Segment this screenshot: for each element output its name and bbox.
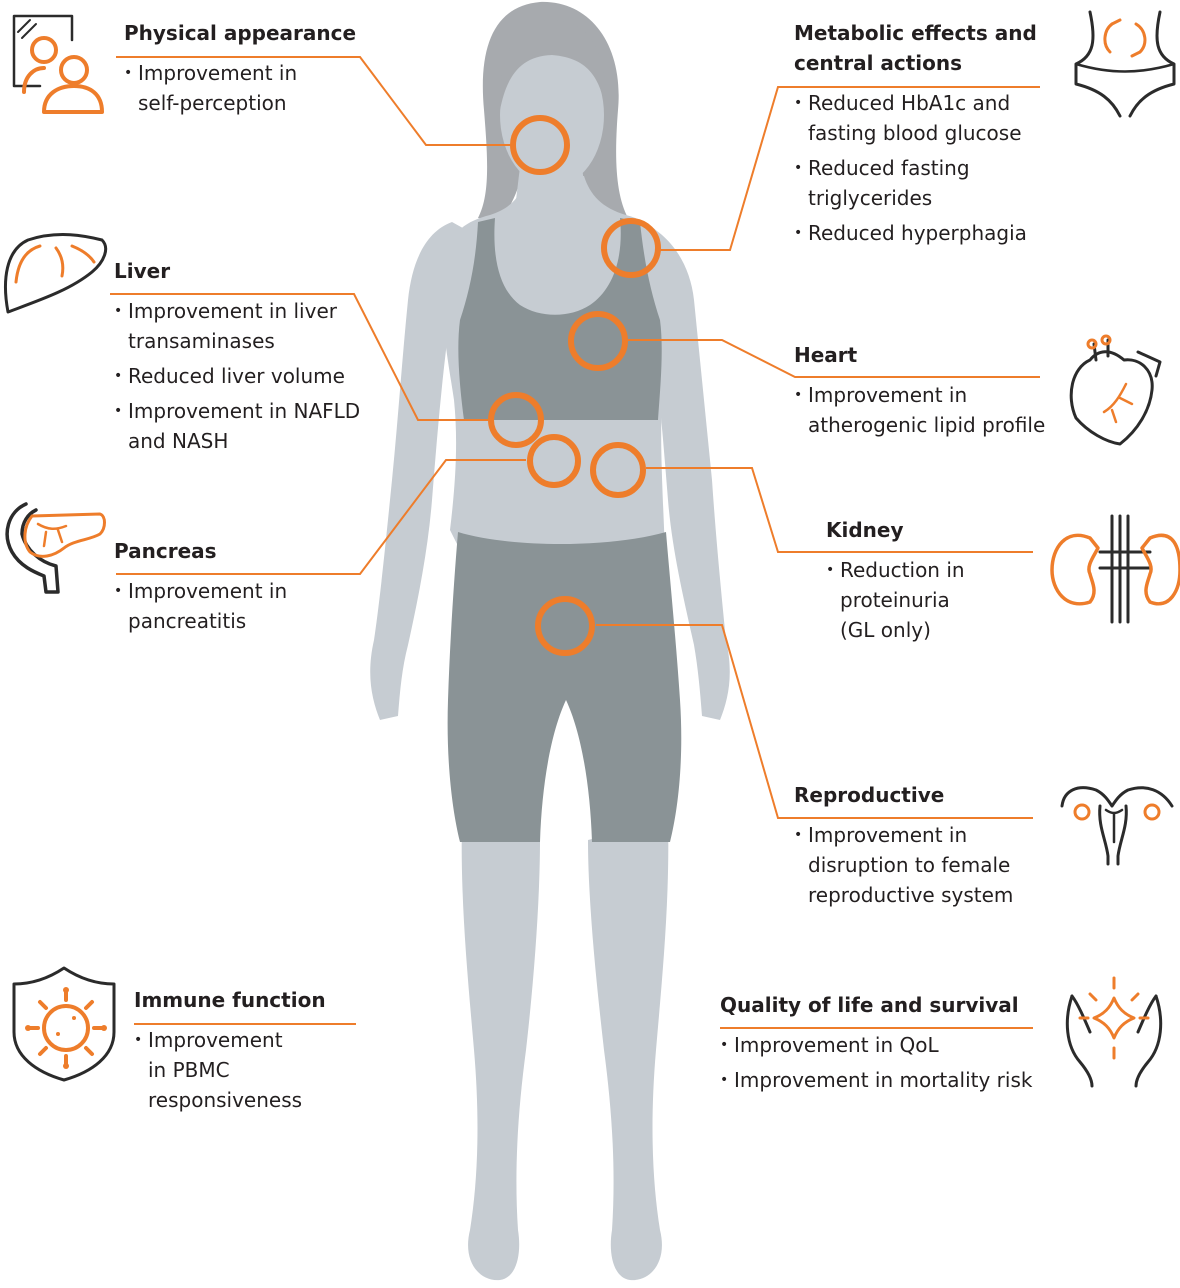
bullet-item: Improvement in QoL (720, 1030, 1032, 1060)
leader-line-metabolic (660, 86, 1040, 251)
body-silhouette (370, 1, 730, 1281)
panel-metabolic: Metabolic effects and central actions Re… (794, 18, 1037, 253)
leader-line-liver (110, 293, 488, 421)
leader-line-heart (628, 339, 1040, 378)
panel-title: Kidney (826, 518, 904, 542)
sports-top (458, 218, 662, 420)
panel-title: Reproductive (794, 783, 945, 807)
bullet-list: Improvement in atherogenic lipid profile (794, 380, 1045, 440)
ring-liver (488, 392, 544, 448)
panel-heart: Heart Improvement in atherogenic lipid p… (794, 340, 1045, 445)
bullet-list: Improvement in PBMC responsiveness (134, 1025, 326, 1115)
bullet-item: Improvement in PBMC responsiveness (134, 1025, 326, 1115)
ring-face (510, 115, 570, 175)
panel-title: Liver (114, 259, 171, 283)
target-rings (488, 115, 661, 656)
leader-lines (110, 56, 1040, 1029)
bullet-item: Improvement in pancreatitis (114, 576, 287, 636)
bullet-list: Improvement in disruption to female repr… (794, 820, 1013, 910)
leader-line-kidney (646, 467, 1033, 553)
bullet-item: Reduced liver volume (114, 361, 360, 391)
liver-icon (4, 233, 108, 314)
panel-kidney: Kidney Reduction in proteinuria (GL only… (826, 515, 965, 650)
bullet-item: Improvement in liver transaminases (114, 296, 360, 356)
bullet-item: Reduced HbA1c and fasting blood glucose (794, 88, 1037, 148)
panel-title: Quality of life and survival (720, 993, 1019, 1017)
bullet-item: Reduced hyperphagia (794, 218, 1037, 248)
panel-title: Physical appearance (124, 21, 357, 45)
panel-title: Metabolic effects and central actions (794, 21, 1037, 75)
bullet-item: Reduced fasting triglycerides (794, 153, 1037, 213)
abdomen-cycle-icon (1074, 10, 1176, 118)
bullet-item: Improvement in NAFLD and NASH (114, 396, 360, 456)
kidney-icon (1050, 514, 1180, 624)
ring-kidney (590, 442, 646, 498)
bullet-item: Improvement in self-perception (124, 58, 356, 118)
bullet-list: Reduced HbA1c and fasting blood glucose … (794, 88, 1037, 248)
virus-shield-icon (12, 966, 116, 1082)
uterus-icon (1060, 786, 1174, 866)
bullet-list: Improvement in self-perception (124, 58, 356, 118)
bullet-item: Improvement in mortality risk (720, 1065, 1032, 1095)
bullet-list: Reduction in proteinuria (GL only) (826, 555, 965, 645)
ring-pelvis (535, 596, 595, 656)
leader-line-physical (116, 56, 510, 146)
bullet-item: Improvement in disruption to female repr… (794, 820, 1013, 910)
bullet-list: Improvement in QoL Improvement in mortal… (720, 1030, 1032, 1095)
legs (461, 820, 669, 1281)
heart-icon (1069, 334, 1162, 446)
shorts (447, 532, 682, 842)
people-mirror-icon (12, 14, 104, 114)
ring-shoulder (601, 218, 661, 278)
leader-line-pancreas (116, 459, 526, 575)
ring-chest (568, 311, 628, 371)
pancreas-icon (5, 502, 106, 594)
left-arm (370, 222, 470, 720)
bullet-item: Improvement in atherogenic lipid profile (794, 380, 1045, 440)
ring-pancreas (527, 434, 581, 488)
panel-pancreas: Pancreas Improvement in pancreatitis (114, 536, 287, 641)
hair-top (499, 20, 607, 110)
head (500, 43, 604, 187)
bullet-list: Improvement in pancreatitis (114, 576, 287, 636)
panel-physical-appearance: Physical appearance Improvement in self-… (124, 18, 356, 123)
bullet-item: Reduction in proteinuria (GL only) (826, 555, 965, 645)
panel-title: Pancreas (114, 539, 217, 563)
panel-liver: Liver Improvement in liver transaminases… (114, 256, 360, 461)
panel-title: Immune function (134, 988, 326, 1012)
panel-reproductive: Reproductive Improvement in disruption t… (794, 780, 1013, 915)
panel-title: Heart (794, 343, 858, 367)
hands-sparkle-icon (1065, 976, 1163, 1088)
panel-quality-of-life: Quality of life and survival Improvement… (720, 990, 1032, 1100)
leader-line-reproductive (596, 624, 1033, 819)
panel-immune-function: Immune function Improvement in PBMC resp… (134, 985, 326, 1120)
bullet-list: Improvement in liver transaminases Reduc… (114, 296, 360, 456)
